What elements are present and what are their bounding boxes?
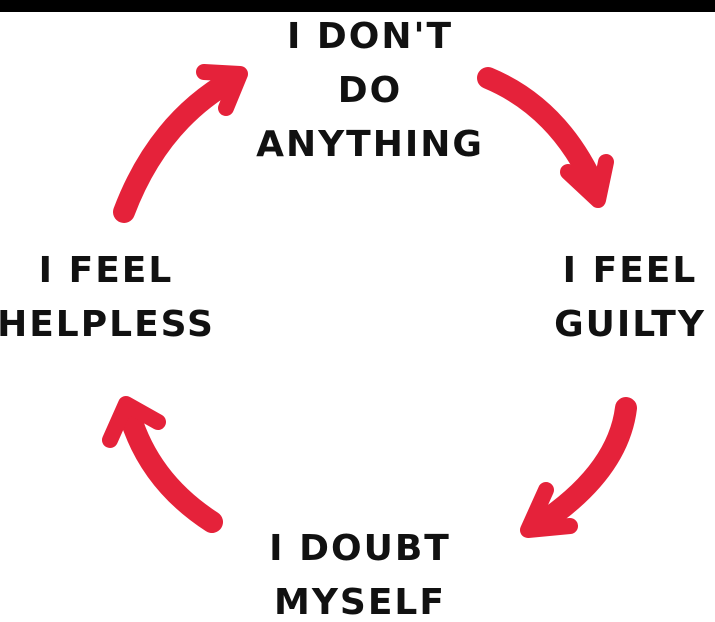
step-i-dont-do-anything: I DON'T DO ANYTHING [250, 12, 490, 172]
step-line: I DOUBT [269, 528, 451, 569]
step-line: I DON'T [286, 16, 454, 57]
step-line: I FEEL [38, 250, 174, 291]
arrow-left-to-top [113, 64, 248, 223]
step-i-feel-helpless: I FEEL HELPLESS [0, 244, 226, 352]
step-line: MYSELF [274, 582, 446, 622]
step-line: GUILTY [554, 304, 706, 345]
step-line: HELPLESS [0, 304, 215, 345]
step-line: I FEEL [562, 250, 698, 291]
step-i-doubt-myself: I DOUBT MYSELF [255, 522, 465, 622]
step-line: DO [337, 70, 403, 111]
arrow-top-to-right [477, 67, 614, 208]
arrow-right-to-bottom [520, 397, 637, 538]
cycle-diagram: I DON'T DO ANYTHING I FEEL GUILTY I DOUB… [0, 12, 715, 622]
step-line: ANYTHING [256, 124, 484, 165]
step-i-feel-guilty: I FEEL GUILTY [545, 244, 715, 352]
cycle-arrows [102, 64, 637, 538]
arrow-bottom-to-left [102, 396, 223, 533]
